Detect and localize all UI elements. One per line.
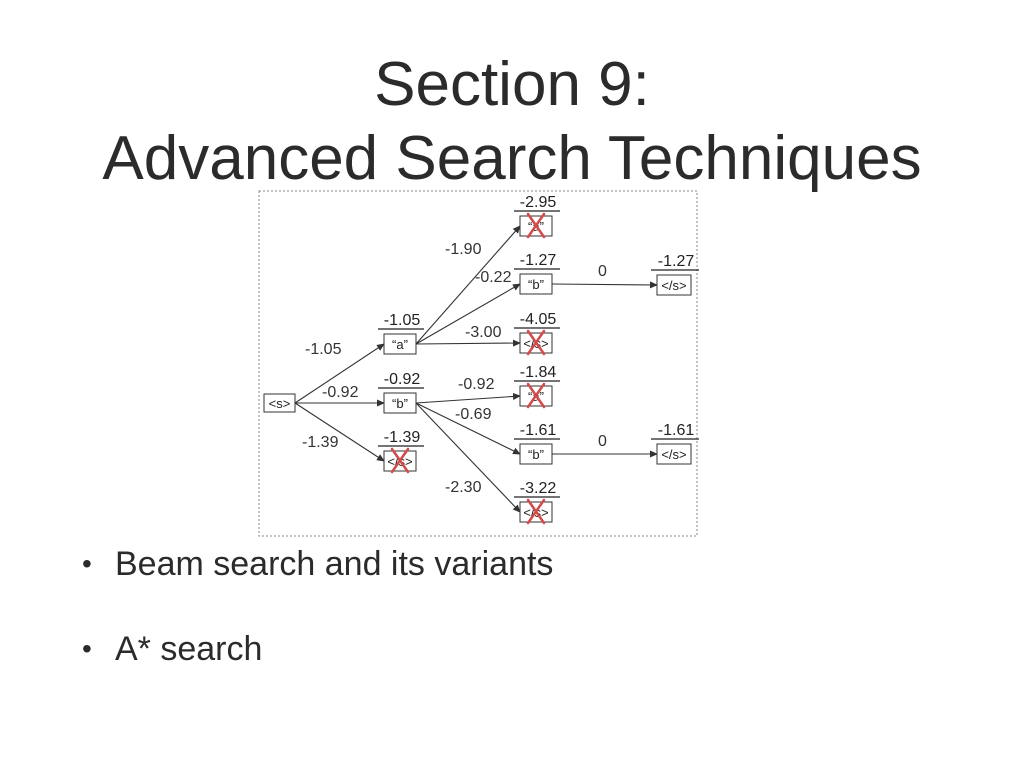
edge-a-ab <box>415 283 521 345</box>
edge-weight-label: -2.30 <box>445 479 482 496</box>
edge-weight-label: -1.39 <box>302 434 339 451</box>
node-box <box>519 443 553 465</box>
node-aa: “a”-2.95 <box>514 194 560 239</box>
node-score: -0.92 <box>384 371 421 388</box>
node-bb: “b” -1.61 <box>514 422 560 465</box>
bullet-item: • Beam search and its variants <box>78 540 553 625</box>
node-box <box>263 393 296 413</box>
node-score: -1.61 <box>520 422 557 439</box>
node-score: -1.05 <box>384 312 421 329</box>
node-label: <s> <box>269 396 291 411</box>
bullet-dot: • <box>82 548 92 579</box>
node-aend: </s>-4.05 <box>514 311 560 356</box>
edge-b1-bb <box>415 402 521 455</box>
node-a: “a” -1.05 <box>378 312 424 355</box>
edge-weight-label: -0.92 <box>458 376 495 393</box>
pruned-x-icon <box>526 329 546 356</box>
node-score: -3.22 <box>520 480 557 497</box>
edge-weight-label: -0.69 <box>455 406 492 423</box>
node-end1: </s>-1.39 <box>378 429 424 474</box>
node-bbend: </s> -1.61 <box>651 422 699 465</box>
node-ab: “b” -1.27 <box>514 252 560 295</box>
edge-start-a <box>294 343 385 404</box>
node-box <box>383 392 417 414</box>
edge-weight-label: -1.90 <box>445 241 482 258</box>
node-box <box>656 443 692 465</box>
bullet-text: A* search <box>115 630 263 668</box>
node-label: </s> <box>661 278 686 293</box>
title-line-2: Advanced Search Techniques <box>102 124 922 193</box>
slide-title: Section 9: Advanced Search Techniques <box>0 48 1024 196</box>
node-score: -4.05 <box>520 311 557 328</box>
edge-weight-label: -1.05 <box>305 341 342 358</box>
bullet-dot: • <box>82 633 92 664</box>
diagram-frame <box>258 190 698 537</box>
edge-ab-abend <box>551 281 658 289</box>
node-bend: </s>-3.22 <box>514 480 560 525</box>
edge-weight-label: -0.22 <box>475 269 512 286</box>
node-score: -1.39 <box>384 429 421 446</box>
edge-a-aend <box>415 339 521 347</box>
bullet-text: Beam search and its variants <box>115 545 554 583</box>
edge-weight-label: 0 <box>598 433 607 450</box>
edge-weight-label: 0 <box>598 263 607 280</box>
bullet-item: • A* search <box>78 625 553 710</box>
edge-weight-label: -3.00 <box>465 324 502 341</box>
node-start: <s> <box>263 393 296 413</box>
edge-start-end1 <box>294 402 385 462</box>
node-label: “b” <box>528 447 544 462</box>
node-ba: “a”-1.84 <box>514 364 560 409</box>
node-label: “b” <box>528 277 544 292</box>
pruned-x-icon <box>390 447 410 474</box>
edge-weight-label: -0.92 <box>322 384 359 401</box>
pruned-x-icon <box>526 498 546 525</box>
pruned-x-icon <box>526 212 546 239</box>
edge-b1-ba <box>415 392 521 404</box>
bullet-list: • Beam search and its variants • A* sear… <box>78 540 553 710</box>
node-box <box>656 274 692 296</box>
node-label: “a” <box>392 337 408 352</box>
node-score: -1.84 <box>520 364 557 381</box>
node-score: -1.61 <box>658 422 695 439</box>
node-score: -1.27 <box>658 253 695 270</box>
node-b1: “b” -0.92 <box>378 371 424 414</box>
node-box <box>383 333 417 355</box>
node-score: -1.27 <box>520 252 557 269</box>
node-box <box>519 273 553 295</box>
node-score: -2.95 <box>520 194 557 211</box>
node-label: </s> <box>661 447 686 462</box>
edge-a-aa <box>415 225 521 345</box>
node-label: “b” <box>392 396 408 411</box>
node-abend: </s> -1.27 <box>651 253 699 296</box>
edge-b1-bend <box>415 402 521 513</box>
title-line-1: Section 9: <box>374 50 650 119</box>
pruned-x-icon <box>526 382 546 409</box>
